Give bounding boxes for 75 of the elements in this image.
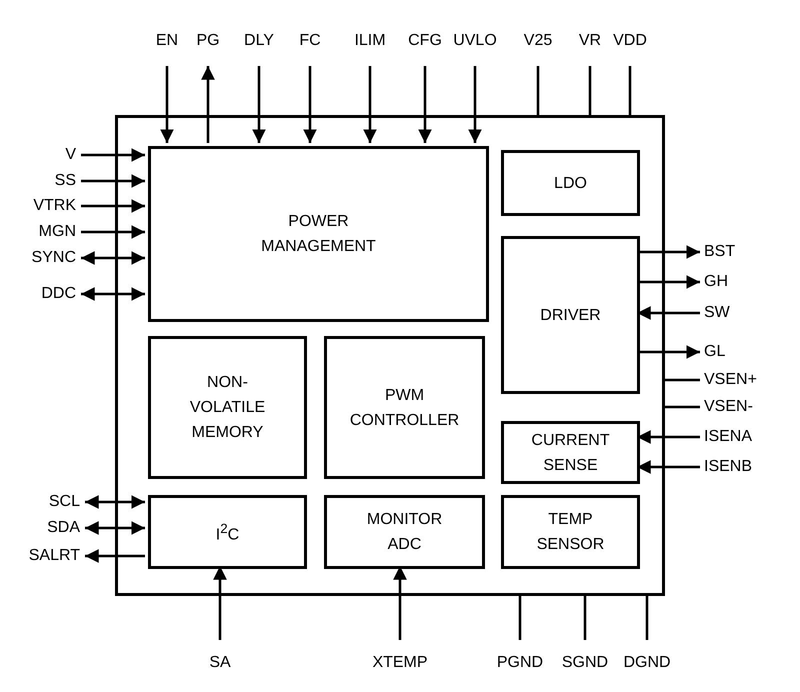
signal-arrow <box>85 495 145 509</box>
pin-label: PGND <box>496 654 544 672</box>
block-label: CURRENT SENSE <box>530 430 611 476</box>
pin-label: SA <box>209 654 231 672</box>
pin-label: DGND <box>623 654 671 672</box>
pin-label: DDC <box>41 285 76 303</box>
pin-label: VSEN+ <box>704 371 757 389</box>
pin-label: CFG <box>408 32 442 50</box>
block-label: TEMP SENSOR <box>536 510 606 555</box>
pin-label: DLY <box>244 32 274 50</box>
pin-label: SALRT <box>28 547 80 565</box>
signal-arrow <box>252 66 266 143</box>
pin-label: ISENA <box>704 428 752 446</box>
block-box <box>148 495 307 569</box>
pin-line <box>588 66 592 115</box>
block-box <box>501 495 640 569</box>
pin-label: V25 <box>524 32 552 50</box>
pin-label: FC <box>299 32 321 50</box>
pin-label: VR <box>578 32 602 50</box>
signal-arrow <box>81 174 145 188</box>
pin-label: GH <box>704 273 728 291</box>
signal-arrow <box>303 66 317 143</box>
block-label: PWM CONTROLLER <box>348 386 460 430</box>
pin-label: SW <box>704 304 730 322</box>
pin-label: VTRK <box>33 197 76 215</box>
block-box <box>148 336 307 479</box>
signal-arrow <box>468 66 482 143</box>
block-box <box>324 336 485 479</box>
pin-line <box>628 66 632 115</box>
block-label: DRIVER <box>540 306 601 326</box>
pin-label: V <box>65 146 76 164</box>
signal-arrow <box>81 251 145 265</box>
signal-arrow <box>418 66 432 143</box>
pin-label: MGN <box>38 223 76 241</box>
pin-label: ILIM <box>354 32 386 50</box>
chip-outline <box>115 115 665 596</box>
pin-label: SCL <box>48 493 80 511</box>
pin-label: BST <box>704 243 736 261</box>
block-label: POWER MANAGEMENT <box>260 212 377 257</box>
pin-line <box>646 596 648 640</box>
pin-label: EN <box>156 32 178 50</box>
signal-arrow <box>81 199 145 213</box>
pin-line <box>518 596 522 640</box>
block-box <box>324 495 485 569</box>
signal-arrow <box>85 549 145 563</box>
pin-line <box>536 66 540 115</box>
block-box <box>501 150 640 216</box>
signal-arrow <box>81 225 145 239</box>
pin-line <box>665 406 700 408</box>
pin-label: SYNC <box>32 249 76 267</box>
signal-arrow <box>81 148 145 162</box>
block-label: I$^{2}$C <box>216 520 240 546</box>
pin-label: SGND <box>562 654 608 672</box>
pin-label: XTEMP <box>372 654 428 672</box>
pin-line <box>584 596 586 640</box>
signal-arrow <box>201 66 215 143</box>
pin-label: VSEN- <box>704 398 753 416</box>
pin-label: PG <box>196 32 220 50</box>
pin-label: UVLO <box>453 32 497 50</box>
block-label: LDO <box>554 174 587 194</box>
pin-line <box>665 378 700 382</box>
signal-arrow <box>363 66 377 143</box>
signal-arrow <box>160 66 174 143</box>
pin-label: SS <box>54 172 76 190</box>
block-box <box>501 421 640 484</box>
block-label: NON-VOLATILE MEMORY <box>188 373 266 443</box>
pin-label: VDD <box>613 32 647 50</box>
pin-label: SDA <box>47 519 80 537</box>
pin-label: ISENB <box>704 458 752 476</box>
signal-arrow <box>81 287 145 301</box>
block-label: MONITOR ADC <box>366 510 444 555</box>
signal-arrow <box>85 521 145 535</box>
pin-label: GL <box>704 343 726 361</box>
block-box <box>148 146 489 322</box>
block-box <box>501 236 640 394</box>
